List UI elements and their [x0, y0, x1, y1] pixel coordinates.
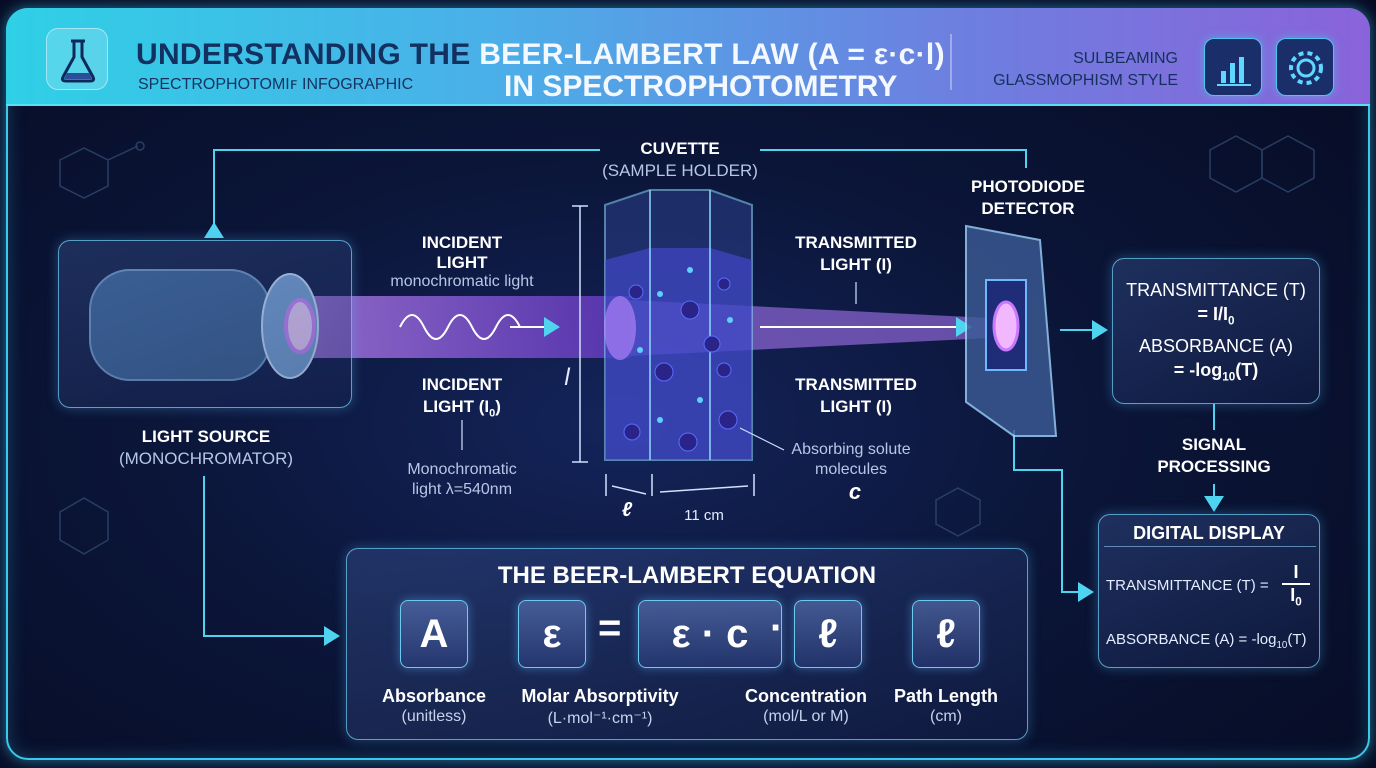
transmittance-label: TRANSMITTANCE (T)	[1126, 280, 1306, 300]
cuvette-width-symbol: ℓ	[621, 499, 633, 521]
cuvette-title: CUVETTE	[640, 139, 720, 158]
detector-line2: DETECTOR	[981, 199, 1075, 218]
solute-symbol: c	[848, 479, 862, 504]
page-title: UNDERSTANDING THE BEER-LAMBERT LAW (A = …	[136, 38, 945, 71]
operator-equals: =	[598, 606, 622, 650]
unit-path-length: (cm)	[930, 708, 962, 725]
transmitted-top-line1: TRANSMITTED	[795, 233, 917, 252]
incident-top-line2: LIGHT	[436, 253, 488, 272]
digital-display-panel	[1098, 514, 1320, 668]
header-bar: UNDERSTANDING THE BEER-LAMBERT LAW (A = …	[6, 8, 1370, 106]
absorbance-label: ABSORBANCE (A)	[1138, 336, 1294, 356]
header-divider	[950, 34, 952, 90]
incident-bottom-note1: Monochromatic	[407, 461, 517, 478]
label-path-length: Path Length	[894, 686, 998, 706]
incident-bottom-note2: light λ=540nm	[411, 481, 513, 498]
style-label-2: GLASSMOPHISM STYLE	[993, 72, 1178, 89]
cuvette-width-value: 11 cm	[684, 507, 724, 524]
transmitted-top-line2: LIGHT (I)	[820, 255, 892, 274]
tile-path-length-2: ℓ	[912, 600, 980, 668]
unit-concentration: (mol/L or M)	[763, 708, 849, 725]
incident-bottom-line1: INCIDENT	[421, 375, 503, 394]
light-source-panel	[58, 240, 352, 408]
display-divider	[1104, 546, 1316, 547]
display-fraction: I I0	[1282, 562, 1310, 609]
detector-line1: PHOTODIODE	[971, 177, 1085, 196]
signal-line2: PROCESSING	[1157, 457, 1271, 476]
equation-panel	[346, 548, 1028, 740]
absorbance-equation: = -log10(T)	[1173, 360, 1259, 384]
label-absorbance: Absorbance	[381, 686, 487, 706]
flask-icon	[46, 28, 108, 90]
incident-top-line1: INCIDENT	[421, 233, 503, 252]
light-source-subtitle: (MONOCHROMATOR)	[118, 449, 294, 468]
operator-dot: ·	[770, 606, 784, 650]
display-transmittance: TRANSMITTANCE (T) =	[1106, 577, 1269, 594]
tile-absorbance: A	[400, 600, 468, 668]
tile-molar-absorptivity: ε	[518, 600, 586, 668]
incident-top-note: monochromatic light	[390, 273, 534, 290]
cuvette-height-symbol: l	[564, 364, 570, 391]
cuvette-subtitle: (SAMPLE HOLDER)	[602, 161, 758, 180]
unit-molar-absorptivity: (L·mol⁻¹·cm⁻¹)	[547, 710, 653, 727]
transmitted-bottom-line2: LIGHT (I)	[820, 397, 892, 416]
solute-label-line2: molecules	[814, 461, 888, 478]
tile-epsilon-c: ε · c	[638, 600, 782, 668]
equation-title: THE BEER-LAMBERT EQUATION	[497, 562, 877, 589]
solute-label-line1: Absorbing solute	[791, 441, 911, 458]
page-title-line2: IN SPECTROPHOTOMETRY	[504, 70, 898, 103]
light-source-title: LIGHT SOURCE	[141, 427, 271, 446]
display-absorbance: ABSORBANCE (A) = -log10(T)	[1106, 631, 1307, 651]
incident-beam	[300, 296, 630, 358]
style-label-1: SULBEAMING	[1073, 50, 1178, 67]
incident-bottom-line2: LIGHT (I0)	[423, 397, 501, 420]
label-concentration: Concentration	[744, 686, 867, 706]
calculation-panel	[1112, 258, 1320, 404]
gear-icon	[1289, 51, 1323, 85]
tile-path-length: ℓ	[794, 600, 862, 668]
bar-chart-button[interactable]	[1204, 38, 1262, 96]
page-subtitle: SPECTROPHOTOMIꜰ INFOGRAPHIC	[138, 76, 414, 93]
display-title: DIGITAL DISPLAY	[1133, 523, 1285, 543]
signal-line1: SIGNAL	[1181, 435, 1247, 454]
transmittance-equation: = I/I0	[1197, 304, 1235, 328]
bar-chart-icon	[1217, 57, 1251, 86]
unit-absorbance: (unitless)	[401, 708, 467, 725]
transmitted-bottom-line1: TRANSMITTED	[795, 375, 917, 394]
settings-button[interactable]	[1276, 38, 1334, 96]
label-molar-absorptivity: Molar Absorptivity	[521, 686, 679, 706]
